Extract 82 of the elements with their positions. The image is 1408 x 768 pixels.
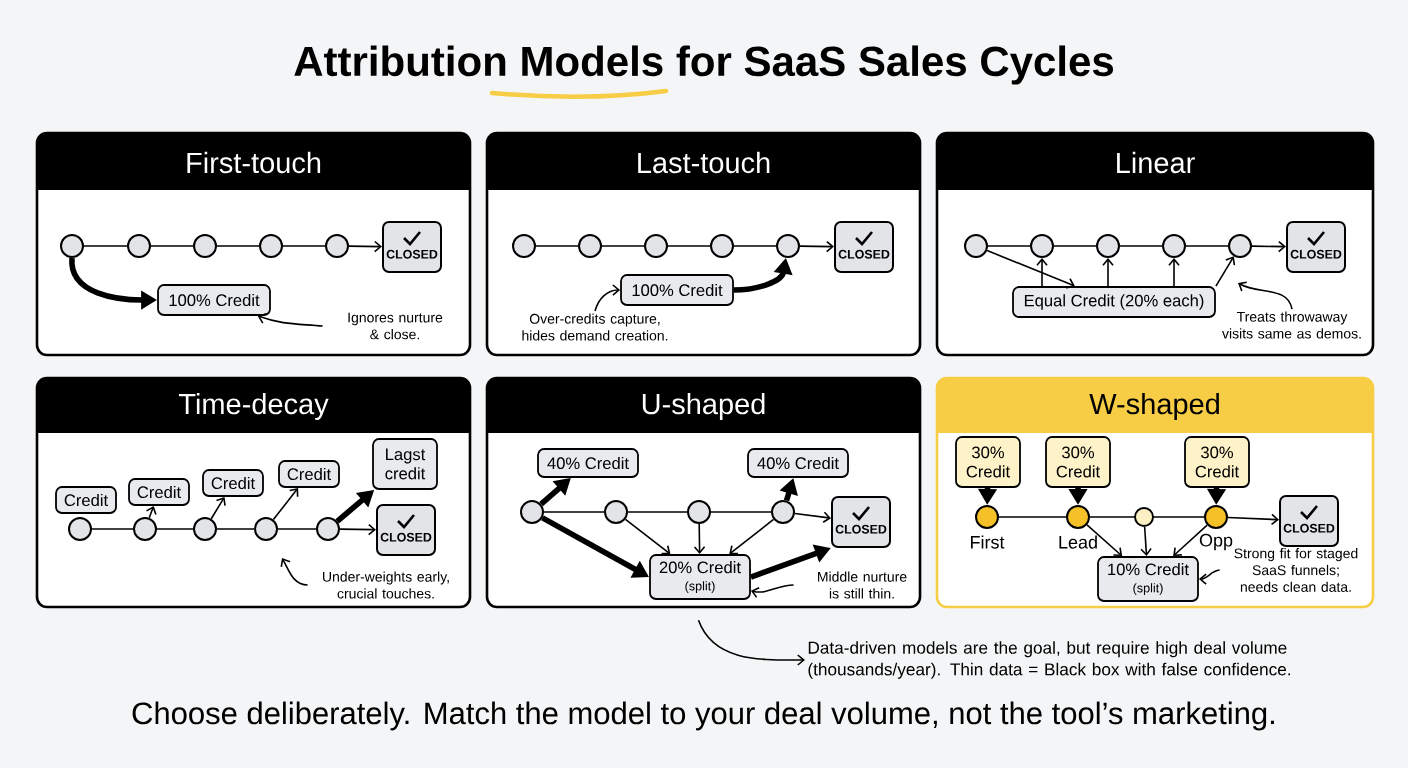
credit-box: 30% Credit (1045, 436, 1111, 488)
arrow (348, 240, 382, 253)
note-text: Under-weights early, crucial touches. (323, 571, 449, 599)
leader-line (280, 558, 309, 586)
connector-line (535, 245, 579, 247)
note-text: Strong fit for staged SaaS funnels; needs clean data. (1234, 548, 1358, 592)
note-text: Over-credits capture, hides demand creation. (522, 313, 668, 341)
credit-box: 10% Credit (split) (1097, 556, 1199, 602)
credit-box: 40% Credit (747, 448, 849, 478)
connector-line (277, 528, 317, 530)
credit-box: 20% Credit (split) (649, 554, 751, 600)
closed-box: CLOSED (376, 504, 436, 556)
stage-label: Lead (1059, 535, 1097, 549)
arrow (794, 511, 831, 523)
connector-line (150, 245, 194, 247)
note-text: Ignores nurture & close. (348, 312, 443, 340)
leader-line (697, 619, 805, 666)
leader-line (750, 584, 795, 599)
arrow (624, 518, 671, 555)
credit-box: 30% Credit (955, 436, 1021, 488)
note-text: Treats throwaway visits same as demos. (1222, 311, 1361, 339)
arrow (799, 240, 834, 253)
arrow (1140, 526, 1152, 557)
arrow (272, 487, 299, 521)
connector-line (1119, 245, 1163, 247)
connector-line (83, 245, 128, 247)
note-text: Middle nurture is still thin. (818, 571, 907, 599)
closed-box: CLOSED (1279, 495, 1339, 547)
stage-label: Opp (1199, 533, 1233, 551)
credit-box: Credit (55, 486, 117, 514)
credit-box: 30% Credit (1184, 436, 1250, 488)
caption: Choose deliberately. Match the model to your deal volume, not the tool’s marketing. (132, 701, 1274, 731)
title: Attribution Models for SaaS Sales Cycles (294, 45, 1114, 85)
connector-line (1089, 516, 1135, 518)
arrow (986, 249, 1075, 289)
connector-line (543, 511, 605, 513)
connector-line (733, 245, 777, 247)
connector-line (710, 511, 772, 513)
connector-line (601, 245, 645, 247)
leader-line (257, 312, 324, 327)
connector-line (1053, 245, 1097, 247)
arrow (339, 523, 376, 536)
arrow (1086, 524, 1123, 557)
arrow (729, 518, 775, 555)
connector-line (282, 245, 326, 247)
arrow (1168, 258, 1180, 287)
arrow (1102, 258, 1114, 287)
connector-line (216, 245, 260, 247)
closed-box: CLOSED (834, 221, 894, 273)
credit-box: 100% Credit (620, 274, 734, 306)
credit-box: Equal Credit (20% each) (1012, 286, 1216, 318)
connector-line (998, 516, 1067, 518)
connector-line (987, 245, 1031, 247)
connector-line (156, 528, 194, 530)
connector-line (1185, 245, 1229, 247)
leader-line (1238, 281, 1293, 310)
stage-label: First (971, 535, 1005, 549)
credit-box: Credit (128, 478, 190, 506)
leader-line (594, 284, 621, 312)
note-text: Data-driven models are the goal, but require high deal volume (thousands/year). Thin data = Black box with false confidence. (808, 641, 1290, 679)
arrow (693, 523, 706, 555)
closed-box: CLOSED (1286, 221, 1346, 273)
connector-line (91, 528, 134, 530)
credit-box: Lagst credit (372, 438, 438, 490)
arrow (210, 496, 226, 520)
arrow (1173, 524, 1208, 557)
credit-box: Credit (202, 469, 264, 497)
arrow (1215, 256, 1236, 287)
credit-box: 100% Credit (157, 284, 271, 316)
connector-line (216, 528, 255, 530)
leader-line (1198, 569, 1221, 585)
credit-box: Credit (278, 460, 340, 488)
closed-box: CLOSED (831, 496, 891, 548)
connector-line (667, 245, 711, 247)
connector-line (1153, 516, 1205, 518)
arrow (145, 505, 157, 519)
connector-line (627, 511, 688, 513)
closed-box: CLOSED (382, 221, 442, 273)
arrow (1227, 513, 1279, 526)
arrow (1036, 258, 1048, 287)
credit-box: 40% Credit (537, 448, 639, 478)
arrow (1251, 240, 1286, 253)
